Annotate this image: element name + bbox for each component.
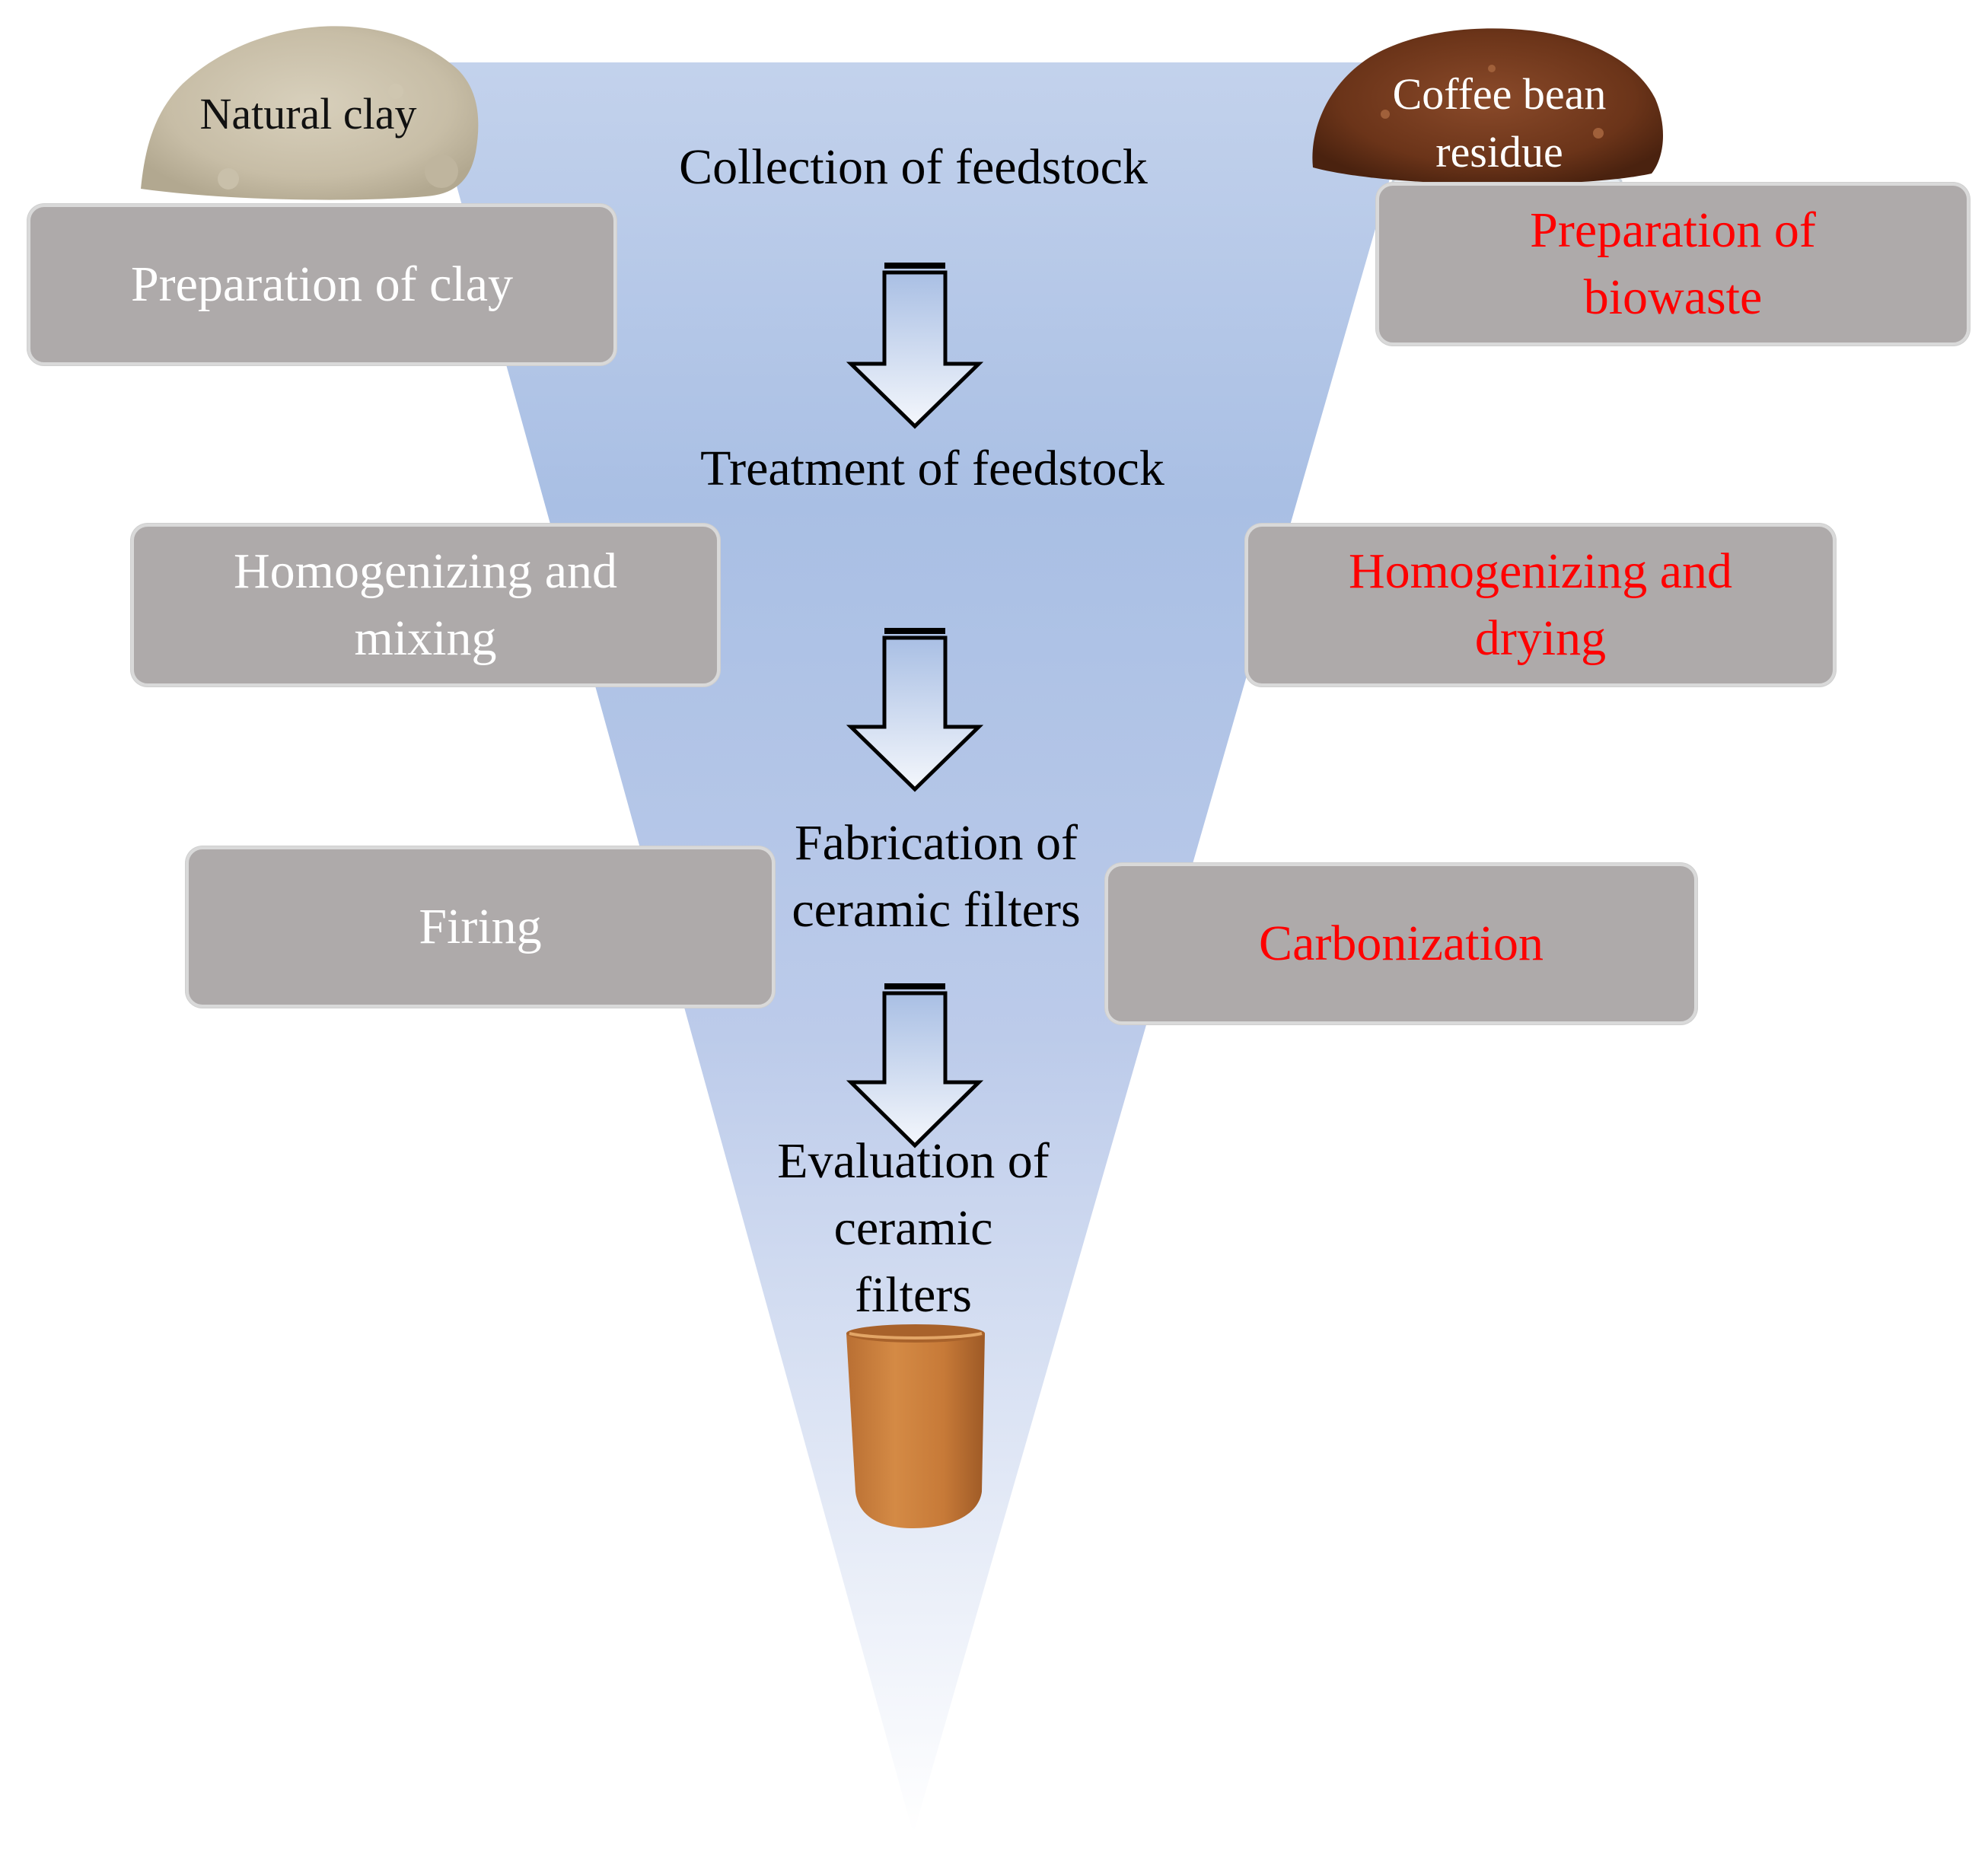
arrow-icon (846, 983, 984, 1148)
box-carbonization: Carbonization (1105, 863, 1697, 1024)
arrow-icon (846, 628, 984, 792)
ceramic-filter-cup-icon (846, 1324, 985, 1528)
box-label: Firing (419, 899, 542, 954)
funnel-shape (422, 62, 1423, 1834)
box-homogenizing-and-mixing: Homogenizing and mixing (131, 524, 720, 686)
step-fabrication: Fabrication of ceramic filters (792, 815, 1081, 938)
box-preparation-of-clay: Preparation of clay (27, 204, 616, 365)
box-label: Preparation of biowaste (1530, 202, 1816, 325)
box-preparation-of-biowaste: Preparation of biowaste (1376, 183, 1970, 346)
box-homogenizing-and-drying: Homogenizing and drying (1245, 524, 1836, 686)
coffee-label: Coffee bean residue (1392, 69, 1607, 177)
box-firing: Firing (186, 846, 775, 1008)
step-evaluation: Evaluation of ceramic filters (777, 1133, 1050, 1323)
box-label: Homogenizing and mixing (233, 543, 618, 666)
clay-pile-icon (141, 26, 479, 200)
arrow-icon (846, 263, 984, 429)
step-treatment: Treatment of feedstock (700, 441, 1164, 496)
box-label: Homogenizing and drying (1348, 543, 1733, 666)
box-label: Preparation of clay (130, 256, 514, 312)
box-label: Carbonization (1259, 916, 1544, 971)
clay-label: Natural clay (199, 89, 417, 139)
step-collection: Collection of feedstock (679, 139, 1148, 195)
